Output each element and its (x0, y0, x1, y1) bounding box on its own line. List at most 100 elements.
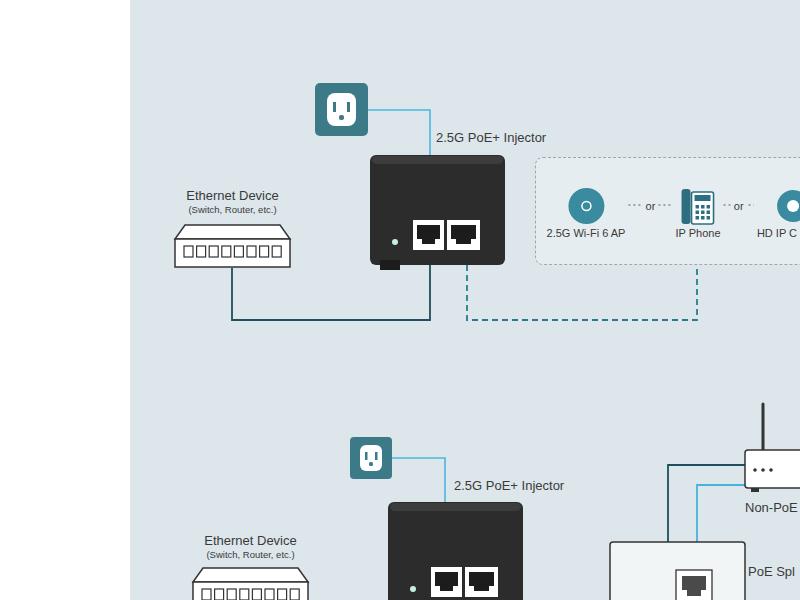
outlet-face (360, 445, 382, 471)
background-panel (130, 0, 800, 600)
rj45-port (676, 570, 712, 600)
outlet-tile (350, 437, 392, 479)
outlet-tile (315, 83, 368, 136)
phone-key (696, 211, 700, 215)
switch-port (215, 589, 224, 600)
switch-port (265, 589, 274, 600)
switch-node: Ethernet Device(Switch, Router, etc.) (170, 188, 295, 268)
switch-port (290, 589, 299, 600)
switch-top (175, 225, 290, 239)
switch-port (260, 246, 269, 257)
connector (697, 485, 745, 542)
outlet-ground (369, 462, 373, 466)
white-margin (0, 0, 130, 600)
injector-icon (370, 128, 510, 265)
switch-port (197, 246, 206, 257)
outlet-slot (375, 452, 378, 460)
injector-top-edge (372, 156, 503, 164)
camera-node: HD IP C (754, 185, 800, 245)
ap-node: 2.5G Wi-Fi 6 AP (544, 185, 629, 245)
router-body (745, 450, 800, 488)
switch-port (209, 246, 218, 257)
router-led (753, 468, 757, 472)
injector-body (370, 155, 505, 265)
switch-front (193, 582, 308, 600)
outlet-face (327, 93, 356, 126)
rj45-socket (469, 572, 494, 591)
injector-node: 2.5G PoE+ Injector (388, 476, 528, 600)
node-label: Non-PoE (745, 500, 798, 516)
switch-port (184, 246, 193, 257)
injector-body (388, 502, 523, 600)
phone-key (707, 205, 711, 209)
connector (628, 204, 672, 205)
splitter-body (610, 542, 745, 600)
edge-label: or (643, 200, 659, 212)
outlet-slot (365, 452, 368, 460)
splitter-node: PoE Spl (610, 542, 800, 600)
outlet-slot (333, 102, 336, 112)
phone-key (702, 216, 706, 220)
router-foot (751, 488, 759, 492)
connector (232, 265, 430, 320)
phone-base (692, 192, 714, 224)
injector-node: 2.5G PoE+ Injector (370, 128, 510, 265)
switch-port (227, 589, 236, 600)
switch-node: Ethernet Device(Switch, Router, etc.) (188, 533, 313, 600)
group-node: 2.5G Wi-Fi 6 AP IP Phone HD IP C (535, 157, 800, 265)
phone-key (702, 205, 706, 209)
access-point-icon (568, 188, 604, 224)
access-point-light (581, 202, 590, 211)
power-wire (368, 110, 430, 155)
rj45-port (465, 567, 498, 597)
switch-top (193, 568, 308, 582)
node-label: 2.5G PoE+ Injector (436, 130, 546, 146)
switch-port (252, 589, 261, 600)
injector-icon (388, 476, 528, 600)
router-led (769, 468, 773, 472)
switch-port (202, 589, 211, 600)
phone-key (696, 205, 700, 209)
node-label: 2.5G Wi-Fi 6 AP (547, 227, 626, 240)
edge-label-holder: or (643, 196, 659, 214)
switch-port (234, 246, 243, 257)
phone-key (707, 216, 711, 220)
phone-node: IP Phone (672, 185, 723, 245)
switch-port (240, 589, 249, 600)
node-label: IP Phone (675, 227, 720, 240)
node-label: Ethernet Device (170, 188, 295, 204)
status-led (392, 239, 398, 245)
rj45-socket (682, 576, 706, 596)
node-label: 2.5G PoE+ Injector (454, 478, 564, 494)
switch-front (175, 239, 290, 267)
injector-top-edge (390, 503, 521, 511)
switch-port (222, 246, 231, 257)
node-label: PoE Spl (748, 564, 795, 580)
switch-port (278, 589, 287, 600)
power-wire (392, 458, 445, 502)
phone-key (696, 216, 700, 220)
router-antenna (762, 404, 765, 450)
outlet-slot (347, 102, 350, 112)
power-outlet (350, 437, 392, 479)
rj45-port (431, 567, 462, 597)
node-sublabel: (Switch, Router, etc.) (170, 204, 295, 215)
rj45-port (413, 220, 444, 250)
device-group-fill (535, 157, 800, 265)
phone-handset (682, 189, 691, 224)
status-led (410, 586, 416, 592)
outlet-ground (339, 115, 344, 120)
rj45-port (447, 220, 480, 250)
switch-port (272, 246, 281, 257)
edge-label-holder: or (731, 196, 747, 214)
node-label: HD IP C (757, 227, 797, 240)
router-node: Non-PoE (745, 400, 800, 518)
camera-icon (777, 190, 800, 222)
rj45-socket (435, 572, 458, 591)
injector-tab (380, 260, 400, 270)
router-led (761, 468, 765, 472)
rj45-socket (451, 225, 476, 244)
connector (724, 204, 754, 205)
